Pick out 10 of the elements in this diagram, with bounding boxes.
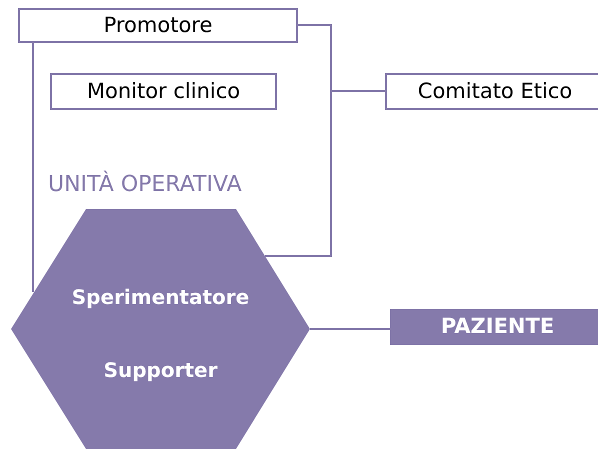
group-heading: UNITÀ OPERATIVA — [48, 170, 242, 199]
connector-line — [32, 43, 34, 292]
role-box: Monitor clinico — [50, 73, 277, 110]
role-label: Sperimentatore — [72, 284, 250, 311]
highlight-box: PAZIENTE — [390, 309, 598, 345]
role-box: Promotore — [18, 8, 298, 43]
connector-line — [265, 90, 385, 257]
connector-line — [310, 328, 390, 330]
role-box: Comitato Etico — [385, 73, 598, 110]
role-label: Supporter — [104, 357, 218, 384]
